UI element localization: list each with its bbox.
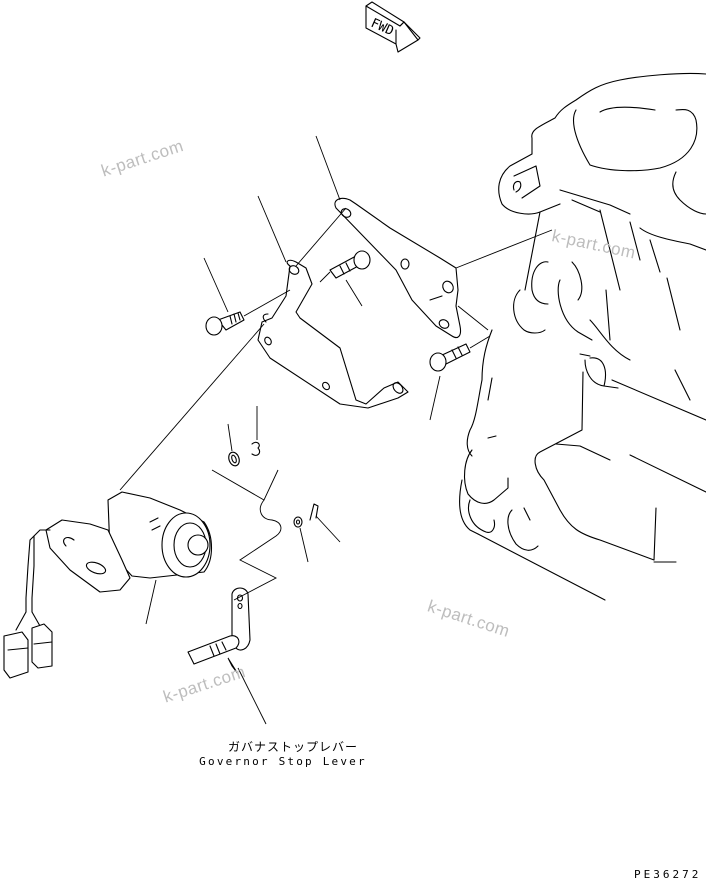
engine-block bbox=[459, 72, 706, 601]
lower-bracket bbox=[257, 259, 409, 409]
bolt-center bbox=[319, 250, 371, 283]
connector-harness bbox=[3, 529, 53, 679]
fwd-label: FWD bbox=[368, 16, 396, 39]
stop-motor-solenoid bbox=[45, 491, 213, 593]
callout-label-jp: ガバナストップレバー bbox=[227, 740, 358, 754]
cotter-pin bbox=[309, 503, 341, 543]
governor-stop-lever bbox=[187, 587, 251, 675]
leader-lines bbox=[119, 135, 553, 725]
callout-label-en: Governor Stop Lever bbox=[199, 755, 367, 768]
fwd-arrow-icon: FWD bbox=[365, 1, 421, 53]
bolt-right bbox=[429, 335, 491, 372]
small-washer bbox=[293, 516, 309, 563]
figure-number: PE36272 bbox=[634, 868, 702, 881]
washer bbox=[227, 423, 240, 467]
bolt-left bbox=[205, 289, 291, 336]
snap-ring bbox=[251, 406, 261, 456]
upper-bracket bbox=[334, 197, 462, 339]
